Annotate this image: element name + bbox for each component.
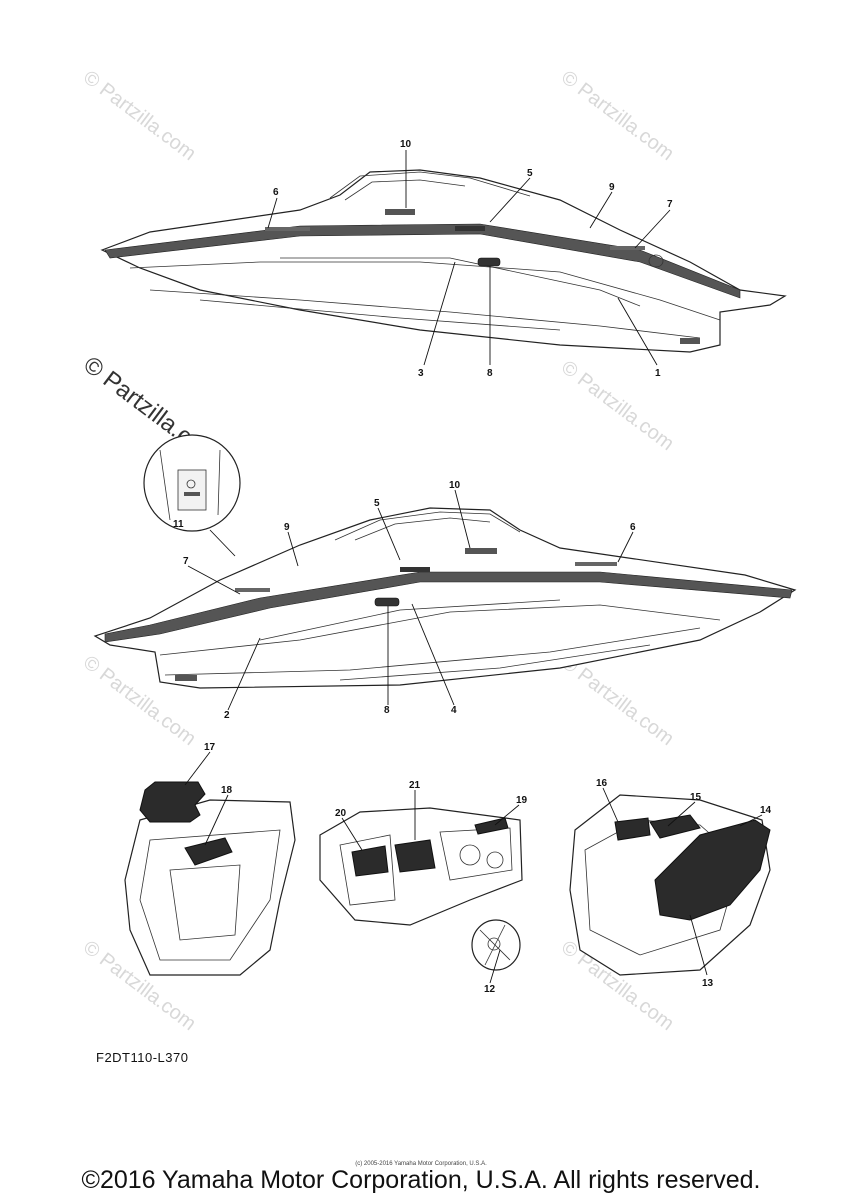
callout-20: 20 (335, 808, 347, 819)
callout-8: 8 (384, 705, 390, 716)
callout-13: 13 (702, 978, 714, 989)
callout-17: 17 (204, 742, 216, 753)
callout-1: 1 (655, 368, 661, 379)
callout-16: 16 (596, 778, 608, 789)
deck-middle (319, 807, 523, 971)
watermark: © Partzilla.com (557, 66, 678, 165)
callout-11: 11 (173, 519, 184, 530)
detail-circle (143, 434, 241, 557)
callout-3: 3 (418, 368, 424, 379)
watermark: © Partzilla.com (79, 66, 200, 165)
deck-left (124, 781, 296, 976)
callout-14: 14 (760, 805, 772, 816)
callout-9: 9 (284, 522, 290, 533)
callout-10: 10 (400, 139, 412, 150)
callout-10: 10 (449, 480, 461, 491)
callout-21: 21 (409, 780, 421, 791)
callout-6: 6 (273, 187, 279, 198)
callouts: 10 5 6 9 7 3 8 1 11 10 5 9 6 7 2 8 4 17 … (173, 139, 772, 995)
boat-middle (93, 507, 797, 689)
copyright-notice: ©2016 Yamaha Motor Corporation, U.S.A. A… (81, 1166, 761, 1194)
callout-4: 4 (451, 705, 457, 716)
callout-7: 7 (183, 556, 189, 567)
watermark: © Partzilla.com (557, 651, 678, 750)
callout-19: 19 (516, 795, 528, 806)
diagram-code: F2DT110-L370 (96, 1050, 189, 1065)
callout-8: 8 (487, 368, 493, 379)
callout-5: 5 (527, 168, 533, 179)
deck-right (569, 794, 771, 976)
small-copyright: (c) 2005-2016 Yamaha Motor Corporation, … (355, 1161, 487, 1167)
callout-12: 12 (484, 984, 496, 995)
callout-6: 6 (630, 522, 636, 533)
leader-lines (184, 150, 763, 984)
callout-18: 18 (221, 785, 233, 796)
callout-9: 9 (609, 182, 615, 193)
callout-7: 7 (667, 199, 673, 210)
boat-top (100, 169, 787, 353)
callout-5: 5 (374, 498, 380, 509)
callout-15: 15 (690, 792, 702, 803)
callout-2: 2 (224, 710, 230, 721)
